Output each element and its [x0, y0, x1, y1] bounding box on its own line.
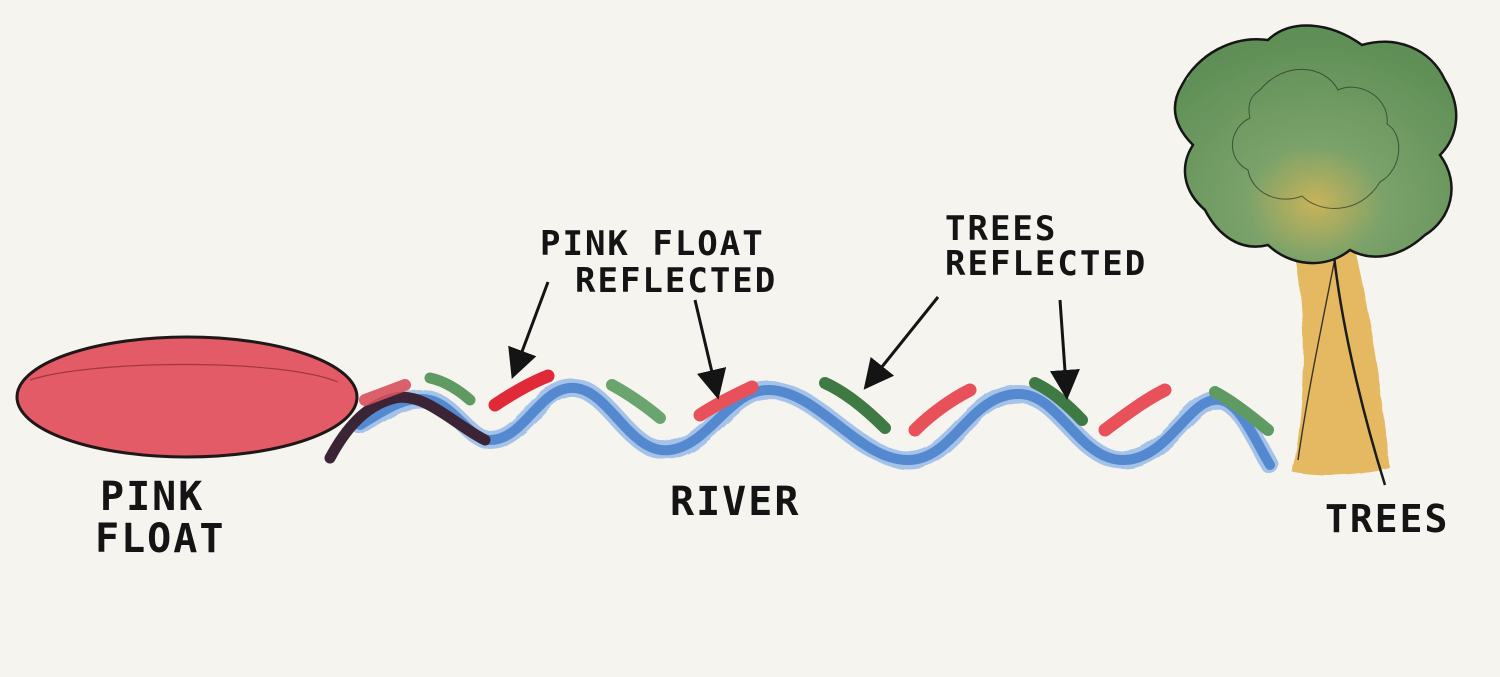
trees-label: TREES [1325, 497, 1449, 541]
pink-float-label-line1: PINK [100, 474, 204, 520]
tree-icon [1173, 24, 1458, 486]
river-label: RIVER [670, 479, 800, 525]
pink-float-label-line2: FLOAT [95, 516, 225, 562]
pink-float-icon [15, 335, 359, 459]
arrow-icon [508, 281, 1080, 400]
river-icon [324, 379, 1279, 474]
pink-float-reflected-label-line1: PINK FLOAT [540, 224, 765, 264]
pink-float-reflected-label-line2: REFLECTED [575, 261, 777, 301]
trees-reflected-label-line1: TREES [945, 209, 1057, 249]
trees-reflected-label-line2: REFLECTED [945, 244, 1147, 284]
